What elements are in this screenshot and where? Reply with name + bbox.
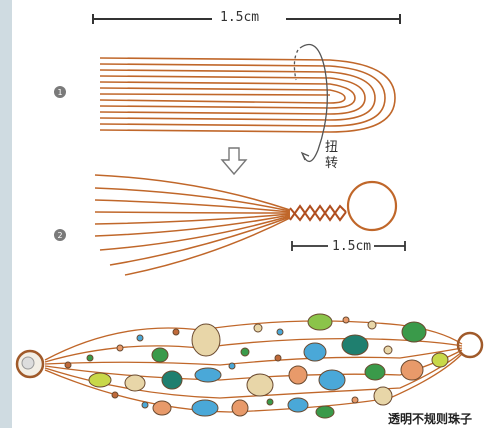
bead — [192, 324, 220, 356]
step-marker-icon: 1 — [54, 86, 66, 98]
bead — [308, 314, 332, 330]
bracelet-clasp-icon — [17, 351, 43, 377]
bead — [368, 321, 376, 329]
bead — [384, 346, 392, 354]
bead — [288, 398, 308, 412]
bead — [316, 406, 334, 418]
bead — [192, 400, 218, 416]
step-2-number: 2 — [57, 231, 62, 240]
bead — [365, 364, 385, 380]
bead — [277, 329, 283, 335]
bead — [432, 353, 448, 367]
step1-wire-bundle — [100, 58, 395, 132]
bead — [65, 362, 71, 368]
bead — [87, 355, 93, 361]
bracelet-wires — [45, 321, 462, 412]
bead — [267, 399, 273, 405]
twist-label: 扭转 — [325, 140, 339, 172]
bead — [89, 373, 111, 387]
bead-caption: 透明不规则珠子 — [386, 410, 474, 427]
bead — [352, 397, 358, 403]
bead — [142, 402, 148, 408]
bead — [117, 345, 123, 351]
bead — [125, 375, 145, 391]
bead — [153, 401, 171, 415]
bead — [173, 329, 179, 335]
bead — [289, 366, 307, 384]
bead — [152, 348, 168, 362]
step-marker-icon: 2 — [54, 229, 66, 241]
bead — [374, 387, 392, 405]
bead — [402, 322, 426, 342]
bead — [319, 370, 345, 390]
bead — [247, 374, 273, 396]
bead — [195, 368, 221, 382]
bead — [162, 371, 182, 389]
bead — [254, 324, 262, 332]
down-arrow-icon — [222, 148, 246, 174]
middle-dimension-label: 1.5cm — [330, 239, 373, 254]
wire-end-loop — [348, 182, 396, 230]
bead — [401, 360, 423, 380]
bead — [232, 400, 248, 416]
top-dimension-label: 1.5cm — [216, 10, 263, 25]
bead — [137, 335, 143, 341]
bead — [275, 355, 281, 361]
bead — [241, 348, 249, 356]
bead — [342, 335, 368, 355]
bead — [343, 317, 349, 323]
bead — [229, 363, 235, 369]
bracelet-clasp-icon — [458, 333, 482, 357]
bead — [112, 392, 118, 398]
bracelet-beads — [65, 314, 448, 418]
twisted-wire-section — [290, 206, 346, 220]
bead — [304, 343, 326, 361]
step2-wire-fan — [95, 175, 290, 275]
step-1-number: 1 — [57, 88, 62, 97]
